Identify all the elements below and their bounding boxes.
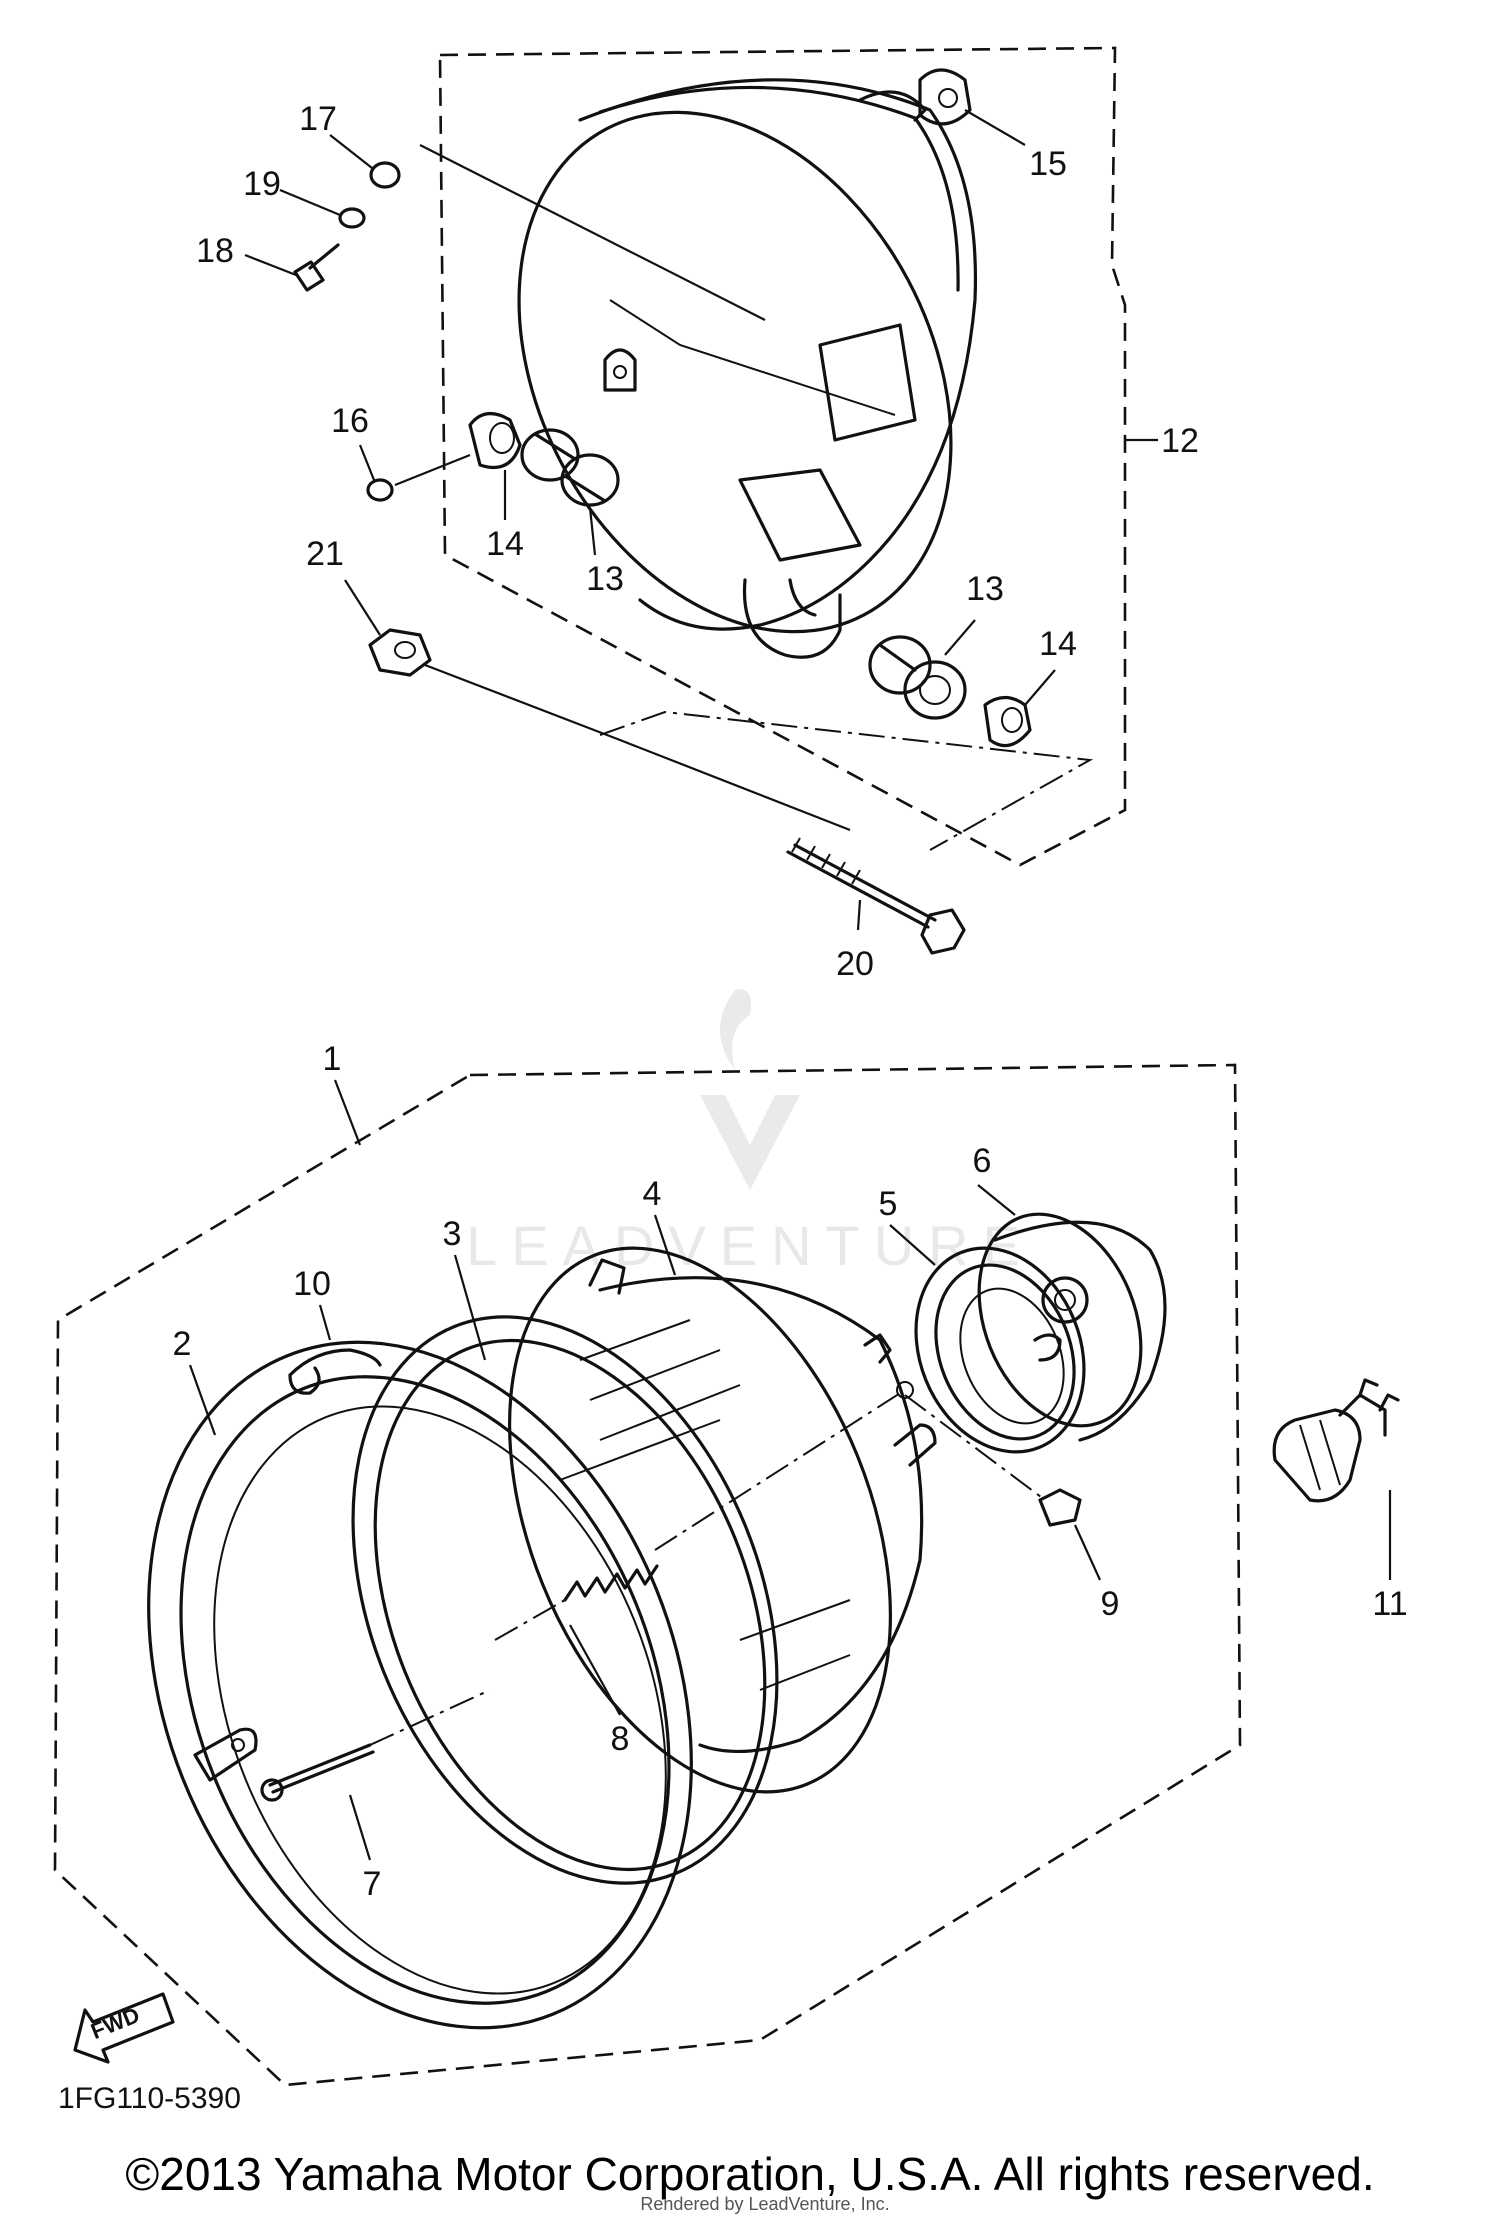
headlight-lens-4 <box>508 1214 937 1794</box>
label-part-17: 17 <box>299 100 337 138</box>
label-part-20: 20 <box>836 945 874 983</box>
label-part-1: 1 <box>323 1040 342 1078</box>
holder-tab-9 <box>904 1394 1102 1581</box>
label-part-7: 7 <box>363 1865 382 1903</box>
rendered-by-note: Rendered by LeadVenture, Inc. <box>640 2194 889 2214</box>
label-part-13-left: 13 <box>586 560 624 598</box>
collar-14-left <box>468 412 522 520</box>
headlight-unit-boundary <box>53 1063 1242 2087</box>
housing-centerline <box>419 144 766 321</box>
lock-washer-19 <box>279 188 366 229</box>
label-part-15: 15 <box>1029 145 1067 183</box>
spring-8 <box>494 1389 906 1716</box>
housing-assembly-boundary <box>438 46 1127 867</box>
label-part-13-right: 13 <box>966 570 1004 608</box>
watermark-text: LEADVENTURE <box>466 1214 1034 1277</box>
label-part-12: 12 <box>1161 422 1199 460</box>
retaining-ring-3 <box>351 1254 779 1885</box>
damper-13-right <box>868 619 976 720</box>
damper-13-left <box>520 428 620 556</box>
label-part-14-right: 14 <box>1039 625 1077 663</box>
label-part-9: 9 <box>1101 1585 1120 1623</box>
bolt-20-centerline <box>424 663 851 832</box>
fwd-arrow: FWD <box>73 1992 175 2064</box>
copyright-notice: ©2013 Yamaha Motor Corporation, U.S.A. A… <box>125 2148 1374 2200</box>
label-part-18: 18 <box>196 232 234 270</box>
spring-clip-10 <box>288 1304 382 1395</box>
label-part-8: 8 <box>611 1720 630 1758</box>
screw-16 <box>358 444 394 502</box>
headlight-rim-2 <box>147 1340 693 2030</box>
seal-ring-5 <box>889 1224 1086 1454</box>
bolt-20 <box>786 837 966 955</box>
label-part-16: 16 <box>331 402 369 440</box>
bolt-axis-chain-a <box>599 710 1094 851</box>
diagram-code: 1FG110-5390 <box>58 2082 241 2115</box>
label-part-5: 5 <box>879 1185 898 1223</box>
label-part-11: 11 <box>1372 1585 1407 1623</box>
label-part-6: 6 <box>973 1142 992 1180</box>
nut-21 <box>344 579 432 677</box>
leadventure-watermark: LEADVENTURE <box>466 989 1034 1277</box>
grommet-15 <box>918 68 1026 146</box>
collar-14-right <box>983 669 1056 748</box>
adjusting-screw-7 <box>260 1689 491 1861</box>
bolt-16-to-bushing <box>394 453 471 487</box>
label-part-4: 4 <box>643 1175 662 1213</box>
label-part-14-left: 14 <box>486 525 524 563</box>
halogen-bulb-11 <box>1272 1378 1400 1580</box>
washer-17 <box>329 134 401 189</box>
label-part-21: 21 <box>306 535 344 573</box>
label-part-19: 19 <box>243 165 281 203</box>
bolt-18 <box>244 243 340 292</box>
label-part-2: 2 <box>173 1325 192 1363</box>
headlight-housing <box>517 78 978 659</box>
leader-1-line <box>333 1079 362 1146</box>
label-part-10: 10 <box>293 1265 331 1303</box>
bulb-socket-cover-6 <box>977 1184 1167 1442</box>
label-part-3: 3 <box>443 1215 462 1253</box>
